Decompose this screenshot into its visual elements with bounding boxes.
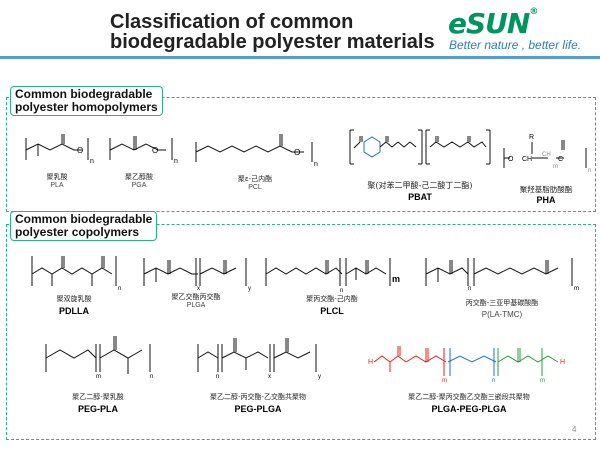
pbat-structure xyxy=(349,129,491,165)
title-line-1: Classification of common xyxy=(110,11,354,33)
pha-en-name: PHA xyxy=(536,195,556,205)
copolymers-box xyxy=(6,224,596,440)
pha-structure: O R CH CH C m n xyxy=(503,134,591,174)
pla-cn-name: 聚乳酸 xyxy=(46,173,68,181)
pha-card: O R CH CH C m n 聚羟基脂肪酸酯 PHA xyxy=(500,128,591,205)
header-divider xyxy=(0,56,600,59)
svg-text:x: x xyxy=(197,286,200,292)
page-number: 4 xyxy=(572,425,577,434)
pcl-card: O n 聚ε-己内酯 PCL xyxy=(190,130,320,198)
svg-text:m: m xyxy=(392,274,400,284)
svg-text:n: n xyxy=(150,374,153,380)
tagline: Better nature , better life. xyxy=(449,38,582,52)
plcl-en-name: PLCL xyxy=(320,306,344,316)
svg-text:O: O xyxy=(508,156,514,163)
pga-structure: O n xyxy=(109,136,178,165)
svg-text:H: H xyxy=(560,359,565,366)
copolymers-section-label: Common biodegradable polyester copolymer… xyxy=(10,211,158,241)
svg-text:n: n xyxy=(118,286,121,292)
svg-text:n: n xyxy=(314,161,318,168)
pla-card: O n 聚乳酸 PLA xyxy=(22,128,100,198)
pla-tmc-cn-name: 丙交酯-三亚甲基碳酸酯 xyxy=(465,299,539,307)
pdlla-card: n 聚双旋乳酸 PDLLA xyxy=(28,246,121,322)
peg-pla-card: m n 聚乙二醇-聚乳酸 PEG-PLA xyxy=(40,328,156,418)
homopolymers-section-label: Common biodegradable polyester homopolym… xyxy=(10,86,163,116)
peg-plga-en-name: PEG-PLGA xyxy=(234,404,282,414)
pbat-cn-name: 聚(对苯二甲酸-己二酸丁二酯) xyxy=(367,181,473,190)
page-title: Classification of common biodegradable p… xyxy=(110,12,450,52)
svg-text:n: n xyxy=(174,158,178,165)
svg-text:y: y xyxy=(318,374,321,380)
pdlla-cn-name: 聚双旋乳酸 xyxy=(56,295,92,303)
svg-text:m: m xyxy=(574,286,579,292)
pga-card: O n 聚乙醇酸 PGA xyxy=(106,128,178,198)
pdlla-structure: n xyxy=(31,256,121,292)
svg-text:n: n xyxy=(216,374,219,380)
plga-card: x y 聚乙交酯丙交酯 PLGA xyxy=(140,246,252,322)
svg-text:n: n xyxy=(588,168,591,174)
svg-text:CH: CH xyxy=(522,156,532,163)
svg-text:m: m xyxy=(553,164,558,170)
peg-pla-structure: m n xyxy=(45,336,153,380)
plcl-cn-name: 聚丙交酯-己内酯 xyxy=(306,295,358,303)
svg-text:n: n xyxy=(340,288,343,294)
pbat-card: 聚(对苯二甲酸-己二酸丁二酯) PBAT xyxy=(346,124,494,204)
svg-text:R: R xyxy=(529,134,534,141)
svg-text:CH: CH xyxy=(542,152,551,158)
pbat-en-name: PBAT xyxy=(408,192,432,202)
pla-structure: O n xyxy=(25,134,94,165)
pcl-structure: O n xyxy=(195,134,318,168)
plcl-structure: n m xyxy=(265,258,400,294)
homopolymers-box xyxy=(6,97,596,212)
plga-en-name: PLGA xyxy=(186,302,206,309)
svg-text:H: H xyxy=(368,359,373,366)
pga-en-name: PGA xyxy=(131,182,147,189)
svg-text:n: n xyxy=(492,378,495,384)
pla-en-name: PLA xyxy=(50,182,64,189)
svg-text:x: x xyxy=(268,374,271,380)
svg-text:m: m xyxy=(442,378,447,384)
peg-plga-cn-name: 聚乙二醇-丙交酯-乙交酯共聚物 xyxy=(209,393,307,401)
pla-tmc-structure: n m xyxy=(425,258,579,292)
pga-cn-name: 聚乙醇酸 xyxy=(125,173,153,181)
plga-peg-plga-en-name: PLGA-PEG-PLGA xyxy=(431,404,507,414)
peg-pla-cn-name: 聚乙二醇-聚乳酸 xyxy=(72,393,124,401)
pha-cn-name: 聚羟基脂肪酸酯 xyxy=(519,185,573,194)
pla-tmc-en-name: P(LA-TMC) xyxy=(481,310,523,319)
svg-text:O: O xyxy=(77,146,83,155)
plga-cn-name: 聚乙交酯丙交酯 xyxy=(171,293,221,301)
svg-text:n: n xyxy=(90,158,94,165)
svg-text:C: C xyxy=(558,156,563,163)
peg-plga-structure: n x y xyxy=(197,338,321,380)
svg-text:O: O xyxy=(294,148,300,157)
svg-text:n: n xyxy=(468,286,471,292)
peg-plga-card: n x y 聚乙二醇-丙交酯-乙交酯共聚物 PEG-PLGA xyxy=(188,330,328,418)
pcl-cn-name: 聚ε-己内酯 xyxy=(237,175,273,183)
pdlla-en-name: PDLLA xyxy=(59,306,89,316)
peg-pla-en-name: PEG-PLA xyxy=(77,404,118,414)
pcl-en-name: PCL xyxy=(248,184,262,191)
esun-logo: eSUN® xyxy=(448,7,538,40)
svg-text:O: O xyxy=(152,146,158,155)
pla-tmc-card: n m 丙交酯-三亚甲基碳酸酯 P(LA-TMC) xyxy=(422,250,582,326)
svg-text:m: m xyxy=(96,374,101,380)
plga-peg-plga-structure: H H m n m xyxy=(368,346,565,384)
svg-text:y: y xyxy=(248,286,251,292)
title-line-2: biodegradable polyester materials xyxy=(110,31,435,53)
plcl-card: n m 聚丙交酯-己内酯 PLCL xyxy=(262,252,400,322)
plga-peg-plga-cn-name: 聚乙二醇-聚丙交酯乙交酯三嵌段共聚物 xyxy=(408,393,530,401)
plga-structure: x y xyxy=(143,258,251,292)
svg-text:m: m xyxy=(540,378,545,384)
plga-peg-plga-card: H H m n m 聚乙二醇-聚丙交酯乙交酯三嵌段共聚物 PLGA-PEG-PL… xyxy=(366,336,572,418)
